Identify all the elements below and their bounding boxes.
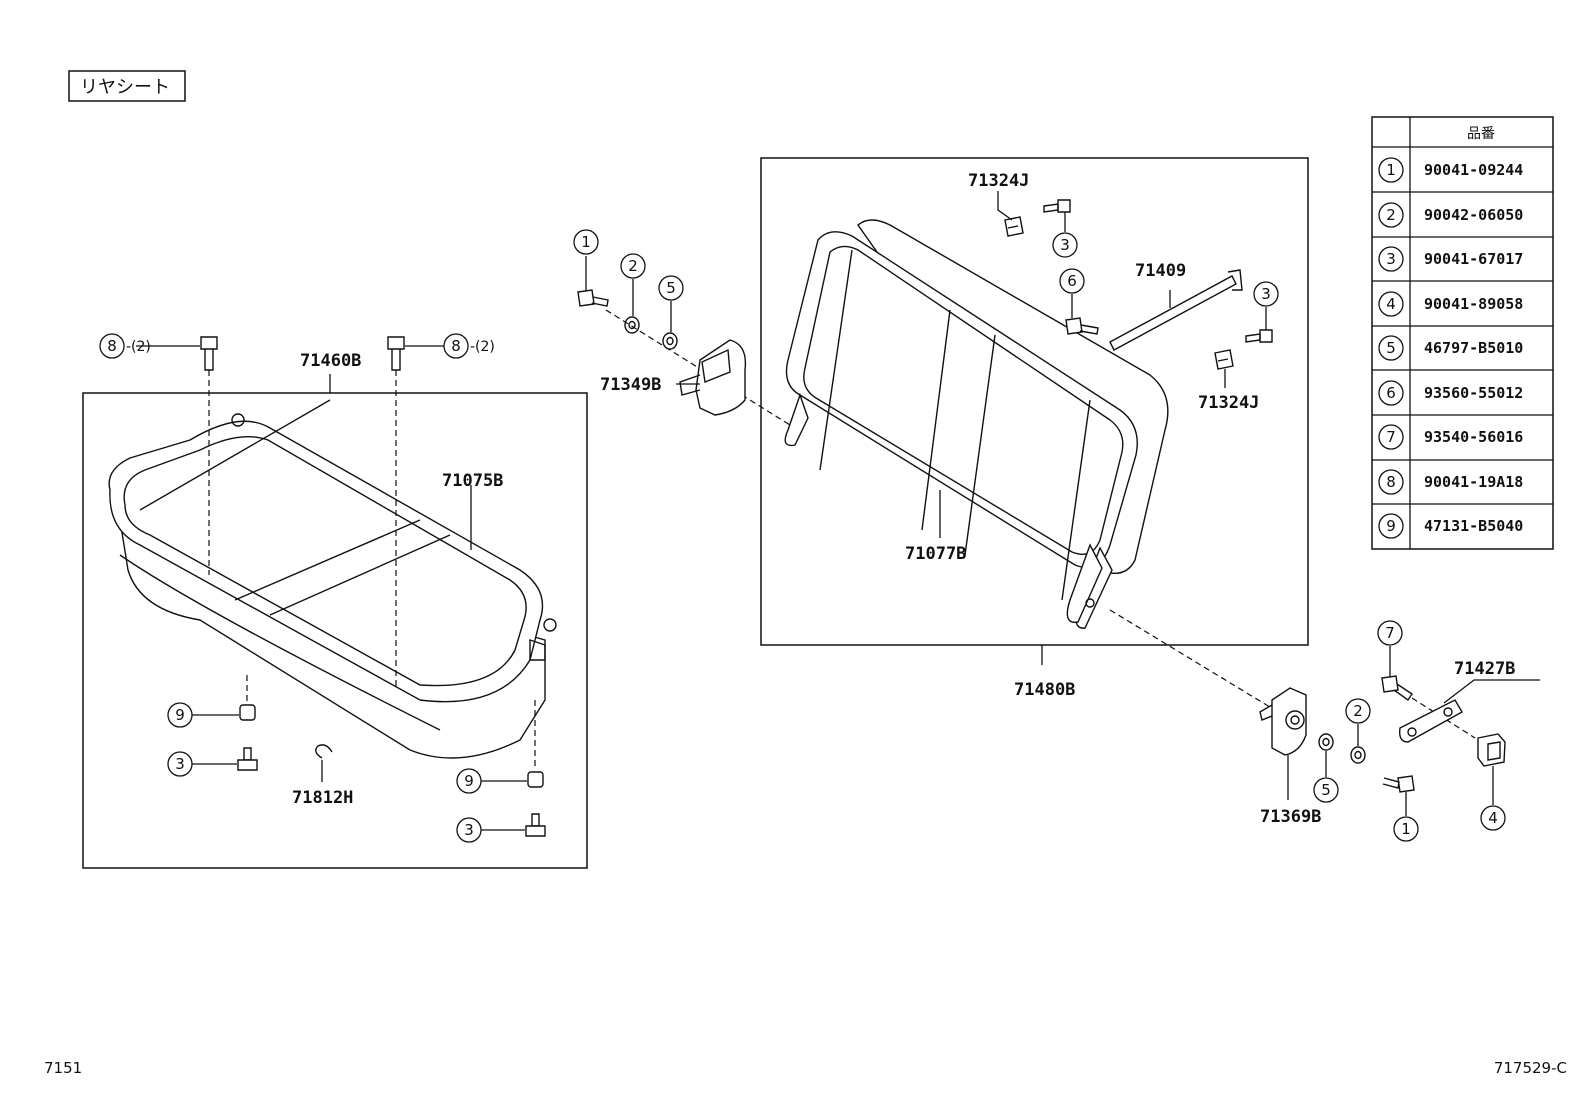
part-71480B: 71480B	[1014, 680, 1075, 700]
screw-3-upper: 3	[1043, 199, 1078, 258]
callout-2-upper: 2	[628, 257, 638, 275]
callout-3-left: 3	[175, 755, 185, 773]
part-71812H: 71812H	[292, 788, 353, 808]
screw-3-left: 3	[167, 747, 258, 777]
ring-71812H: 71812H	[292, 744, 353, 808]
footer-page-code: 7151	[44, 1059, 82, 1077]
screw-6: 6	[1059, 268, 1099, 335]
nut-4: 4	[1477, 733, 1506, 831]
bolt-8-left: 8 -(2)	[99, 333, 218, 371]
seat-back-group: 71480B 71077B 71324J	[760, 157, 1309, 719]
footer-illust-code: 717529-C	[1494, 1059, 1567, 1077]
table-row: 3 90041-67017	[1378, 246, 1523, 272]
screw-7: 7	[1377, 620, 1413, 701]
seat-back-frame	[760, 157, 1309, 646]
part-71077B: 71077B	[905, 544, 966, 564]
callout-8-right: 8	[451, 337, 461, 355]
hinge-left-drawing	[679, 339, 747, 416]
bolt-8-right: 8 -(2)	[387, 333, 495, 371]
table-code: 47131-B5040	[1424, 517, 1523, 535]
table-code: 93540-56016	[1424, 428, 1523, 446]
part-71460B: 71460B	[300, 351, 361, 371]
callout-1-lower: 1	[1401, 820, 1411, 838]
svg-text:7: 7	[1386, 428, 1396, 446]
screw-3-right: 3	[456, 813, 546, 843]
callout-9-right: 9	[464, 772, 474, 790]
hinge-right-group: 71369B 5 2 1 7	[1259, 620, 1540, 842]
svg-text:5: 5	[1386, 339, 1396, 357]
hinge-left-group: 1 2 5 71349B	[573, 229, 791, 426]
part-71075B: 71075B	[442, 471, 503, 491]
callout-6: 6	[1067, 272, 1077, 290]
washer-5-upper: 5	[658, 275, 684, 350]
clip-71324J-right: 71324J	[1198, 349, 1259, 413]
table-code: 90041-19A18	[1424, 473, 1523, 491]
svg-text:8: 8	[1386, 473, 1396, 491]
callout-3-right: 3	[464, 821, 474, 839]
svg-text:6: 6	[1386, 384, 1396, 402]
hinge-right-drawing	[1259, 687, 1307, 756]
seat-cushion-group: 71460B 71075B 8 -(2)	[82, 333, 588, 869]
table-row: 5 46797-B5010	[1378, 335, 1523, 361]
part-71427B: 71427B	[1454, 659, 1515, 679]
table-code: 93560-55012	[1424, 384, 1523, 402]
table-row: 4 90041-89058	[1378, 291, 1523, 317]
table-row: 9 47131-B5040	[1378, 513, 1523, 539]
table-row: 2 90042-06050	[1378, 202, 1523, 228]
callout-9-left: 9	[175, 706, 185, 724]
svg-text:4: 4	[1386, 295, 1396, 313]
part-71349B: 71349B	[600, 375, 661, 395]
table-code: 90041-67017	[1424, 250, 1523, 268]
lock-cover-71427B: 71427B	[1398, 659, 1540, 743]
seat-cushion-frame	[82, 392, 588, 869]
table-header: 品番	[1467, 126, 1495, 142]
seat-back-drawing	[784, 219, 1169, 629]
part-number-table: 品番 1 90041-09244 2 90042-06050 3 90041-6…	[1371, 116, 1554, 550]
seat-cushion-drawing	[108, 399, 557, 759]
table-row: 8 90041-19A18	[1378, 469, 1523, 495]
part-71369B: 71369B	[1260, 807, 1321, 827]
bolt-1-lower: 1	[1382, 775, 1419, 842]
callout-5-lower: 5	[1321, 781, 1331, 799]
callout-8-left: 8	[107, 337, 117, 355]
svg-text:1: 1	[1386, 161, 1396, 179]
section-title-text: リヤシート	[80, 77, 170, 98]
table-row: 6 93560-55012	[1378, 380, 1523, 406]
clip-71324J-upper: 71324J	[968, 171, 1029, 237]
screw-3-upper-right: 3	[1245, 281, 1279, 343]
callout-7: 7	[1385, 624, 1395, 642]
spacer-9-right: 9	[456, 768, 544, 794]
table-code: 90042-06050	[1424, 206, 1523, 224]
callout-3-upper: 3	[1060, 236, 1070, 254]
qty-mark-left: -(2)	[126, 339, 151, 355]
callout-3-upper-right: 3	[1261, 285, 1271, 303]
callout-5-upper: 5	[666, 279, 676, 297]
rod-71409: 71409	[1109, 261, 1243, 351]
qty-mark-right: -(2)	[470, 339, 495, 355]
spacer-9-left: 9	[167, 702, 256, 728]
svg-text:9: 9	[1386, 517, 1396, 535]
table-code: 90041-89058	[1424, 295, 1523, 313]
washer-5-lower: 5	[1313, 733, 1339, 803]
section-title: リヤシート	[68, 70, 186, 102]
table-row: 7 93540-56016	[1378, 424, 1523, 450]
bolt-1-upper: 1	[573, 229, 609, 307]
table-code: 90041-09244	[1424, 161, 1523, 179]
callout-4: 4	[1488, 809, 1498, 827]
part-71409: 71409	[1135, 261, 1186, 281]
table-row: 1 90041-09244	[1378, 157, 1523, 183]
part-71324J-right: 71324J	[1198, 393, 1259, 413]
washer-2-lower: 2	[1345, 698, 1371, 764]
table-code: 46797-B5010	[1424, 339, 1523, 357]
svg-text:3: 3	[1386, 250, 1396, 268]
callout-2-lower: 2	[1353, 702, 1363, 720]
callout-1-upper: 1	[581, 233, 591, 251]
part-71324J-upper: 71324J	[968, 171, 1029, 191]
svg-text:2: 2	[1386, 206, 1396, 224]
